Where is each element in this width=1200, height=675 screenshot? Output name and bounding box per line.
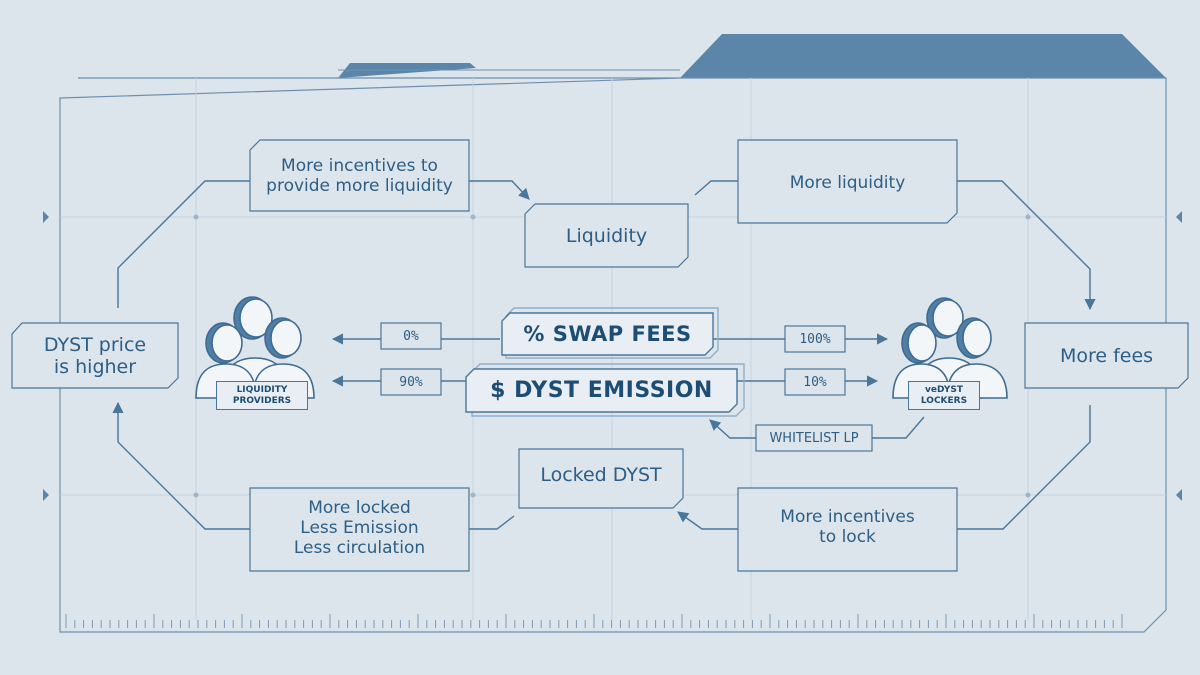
node-dyst-price-higher: DYST price is higher xyxy=(43,333,147,378)
box-more-liquidity xyxy=(737,139,958,224)
node-more-fees: More fees xyxy=(1059,344,1154,367)
edge-liquidity-to-more-liquidity xyxy=(694,180,738,196)
vedyst-lockers-label: veDYST LOCKERS xyxy=(908,381,980,410)
emission-to-lockers-percent: 10% xyxy=(803,374,827,390)
node-more-incentives-liquidity: More incentives to provide more liquidit… xyxy=(266,155,453,196)
chip-whitelist xyxy=(755,424,873,452)
liquidity-providers-label: LIQUIDITY PROVIDERS xyxy=(216,381,308,410)
edge-incentives-lock-to-locked xyxy=(677,511,738,530)
node-liquidity: Liquidity xyxy=(565,224,648,247)
node-more-liquidity: More liquidity xyxy=(789,173,906,193)
swap-fees-title: % SWAP FEES xyxy=(523,322,692,346)
bottom-ruler xyxy=(65,614,1123,628)
outer-frame xyxy=(59,77,1167,633)
box-more-incentives-liquidity xyxy=(249,139,470,212)
box-more-fees xyxy=(1024,322,1189,389)
box-more-incentives-lock xyxy=(737,487,958,572)
node-more-incentives-lock: More incentives to lock xyxy=(780,506,915,547)
edge-price-to-incentives xyxy=(117,180,250,308)
dyst-emission-title: $ DYST EMISSION xyxy=(490,378,713,403)
swap-fees-band xyxy=(501,312,714,356)
emission-to-lp-percent: 90% xyxy=(399,374,423,390)
chip-emission-lockers xyxy=(784,368,846,396)
whitelist-lp-label: WHITELIST LP xyxy=(769,430,859,446)
dyst-emission-band-outline xyxy=(471,363,745,417)
chip-fees-lockers xyxy=(784,325,846,353)
node-locked-dyst: Locked DYST xyxy=(540,464,662,486)
chip-emission-lp xyxy=(380,368,442,396)
edge-more-liquidity-to-fees xyxy=(957,180,1096,311)
edge-locked-to-more-locked xyxy=(469,515,515,530)
top-right-tab xyxy=(680,34,1166,78)
box-locked-dyst xyxy=(518,448,684,509)
side-markers xyxy=(43,211,1182,501)
fees-to-lp-percent: 0% xyxy=(403,328,419,344)
box-dyst-price xyxy=(11,322,179,389)
fees-to-lockers-percent: 100% xyxy=(799,331,831,347)
box-more-locked xyxy=(249,487,470,572)
chip-fees-lp xyxy=(380,322,442,350)
box-liquidity xyxy=(524,203,689,268)
edge-fees-to-incentives-lock xyxy=(957,405,1091,530)
swap-fees-band-outline xyxy=(505,307,719,359)
dyst-emission-band xyxy=(465,368,738,413)
node-more-locked: More locked Less Emission Less circulati… xyxy=(293,497,426,558)
edge-incentives-to-liquidity xyxy=(469,180,530,200)
edge-more-locked-to-price xyxy=(112,401,250,530)
